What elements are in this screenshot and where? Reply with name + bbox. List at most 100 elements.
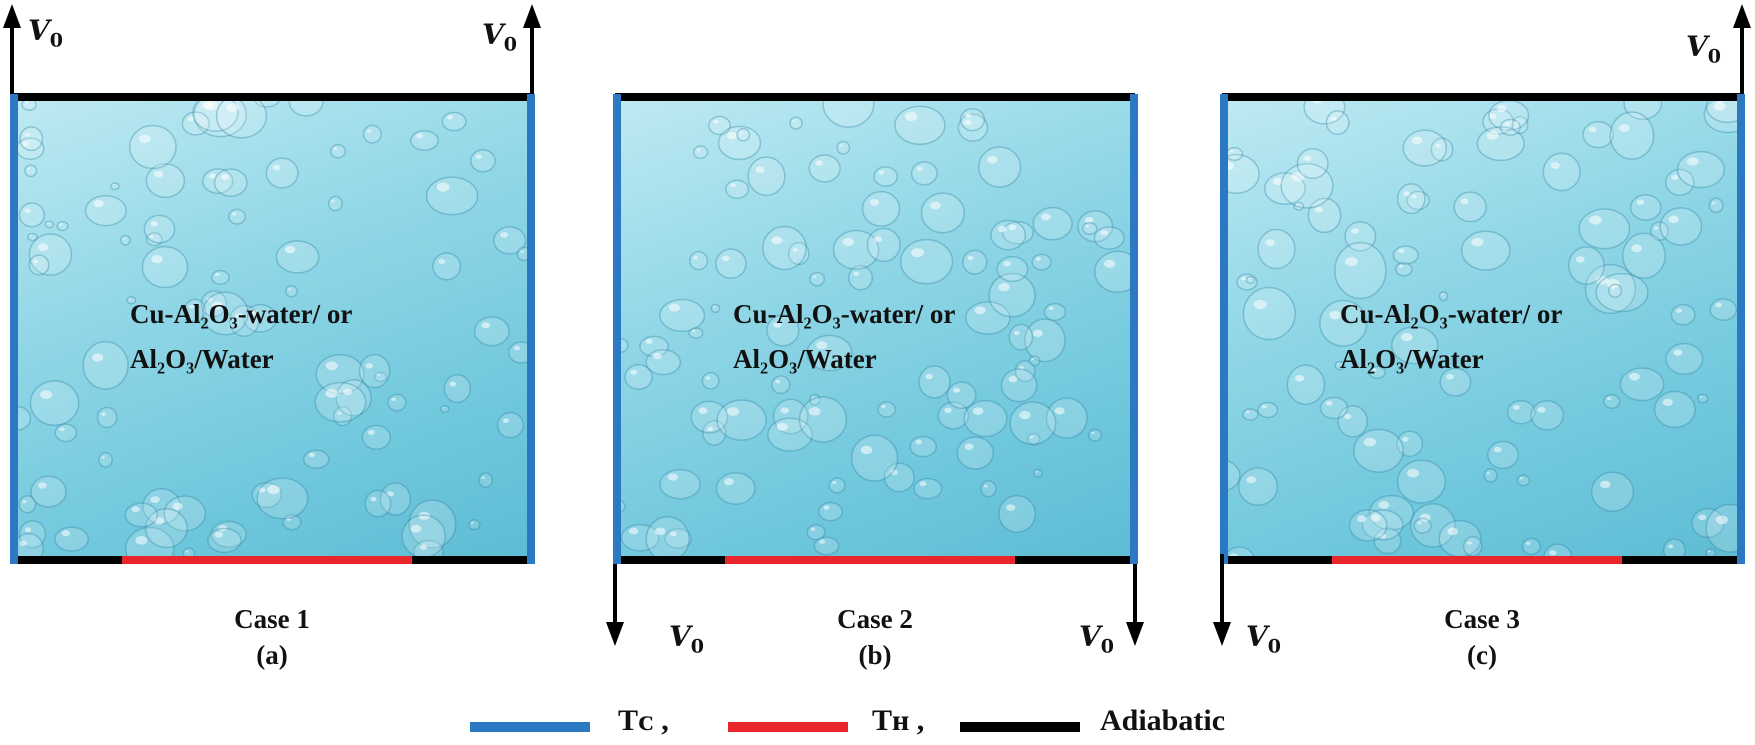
velocity-label-left: V0 (28, 14, 63, 52)
droplet-highlight (1589, 215, 1602, 225)
droplet-highlight (853, 271, 860, 276)
droplet-highlight (284, 245, 296, 254)
droplet-highlight (1686, 157, 1699, 166)
water-droplet (701, 371, 720, 390)
droplet-highlight (792, 248, 798, 252)
water-droplet (762, 225, 807, 271)
droplet-highlight (1229, 149, 1234, 153)
water-droplet (327, 195, 343, 212)
water-droplet (379, 482, 412, 516)
droplet-highlight (471, 521, 474, 524)
droplet-highlight (1618, 124, 1630, 132)
droplet-highlight (150, 221, 158, 227)
droplet-highlight (1636, 199, 1645, 205)
droplet-highlight (832, 481, 837, 485)
water-droplet (1609, 111, 1655, 160)
droplet-highlight (481, 322, 491, 329)
bottom-hot-wall (725, 556, 1015, 564)
droplet-highlight (513, 345, 521, 351)
panel-case-1: Cu-Al₂O₃-water/ or Al₂O₃/Water V0 V0 Cas… (0, 0, 600, 690)
droplet-highlight (1447, 527, 1458, 536)
droplet-highlight (693, 256, 698, 260)
water-droplet (1542, 152, 1581, 192)
legend-hot-swatch (728, 722, 848, 732)
droplet-highlight (972, 407, 984, 415)
droplet-highlight (1668, 544, 1674, 549)
droplet-highlight (24, 527, 32, 533)
droplet-highlight (331, 200, 335, 203)
droplet-highlight (1676, 308, 1682, 313)
water-droplet (1325, 110, 1350, 136)
droplet-highlight (337, 411, 342, 415)
droplet-highlight (1085, 224, 1089, 228)
panel-letter: (b) (858, 640, 892, 670)
droplet-highlight (1372, 368, 1377, 372)
droplet-highlight (1008, 376, 1018, 383)
water-droplet (96, 406, 118, 429)
droplet-highlight (1048, 306, 1054, 311)
droplet-highlight (1291, 172, 1305, 182)
droplet-highlight (1486, 131, 1499, 140)
droplet-highlight (1668, 215, 1679, 223)
droplet-highlight (1489, 113, 1497, 120)
droplet-highlight (698, 407, 708, 414)
water-droplet (1257, 228, 1296, 270)
droplet-highlight (185, 550, 189, 553)
droplet-highlight (1295, 203, 1299, 206)
water-droplet (333, 406, 353, 427)
droplet-highlight (1441, 293, 1444, 296)
droplet-highlight (221, 174, 230, 180)
droplet-highlight (101, 412, 107, 416)
water-droplet (119, 234, 131, 246)
droplet-highlight (410, 524, 422, 533)
droplet-highlight (811, 397, 815, 399)
droplet-highlight (1600, 480, 1611, 489)
droplet-highlight (1336, 363, 1340, 365)
droplet-highlight (1008, 224, 1017, 231)
droplet-highlight (967, 255, 974, 261)
water-droplet (998, 494, 1037, 534)
case-label: Case 2 (837, 604, 913, 634)
left-up-arrow-head (3, 4, 21, 28)
bottom-hot-wall (122, 556, 412, 564)
droplet-highlight (771, 236, 783, 245)
droplet-highlight (1435, 143, 1441, 148)
droplet-highlight (730, 183, 736, 188)
droplet-highlight (1654, 226, 1659, 230)
droplet-highlight (226, 102, 240, 112)
droplet-highlight (691, 329, 696, 332)
water-droplet (1438, 290, 1449, 302)
droplet-highlight (92, 353, 104, 362)
droplet-highlight (436, 182, 450, 192)
droplet-highlight (997, 225, 1007, 233)
droplet-highlight (500, 231, 509, 238)
bottom-right-adiabatic-wall (412, 556, 532, 564)
water-droplet (1568, 246, 1605, 286)
droplet-highlight (713, 119, 719, 124)
droplet-highlight (367, 129, 372, 133)
fluid-label-line1: Cu-Al₂O₃-water/ or (1340, 299, 1563, 329)
water-droplet (1462, 535, 1483, 557)
bottom-left-adiabatic-wall (615, 556, 725, 564)
droplet-highlight (998, 283, 1010, 292)
droplet-highlight (1446, 374, 1454, 380)
droplet-highlight (475, 154, 482, 159)
droplet-highlight (122, 237, 125, 240)
droplet-highlight (1631, 244, 1642, 253)
top-adiabatic-wall (615, 93, 1135, 101)
water-droplet (848, 265, 874, 291)
droplet-highlight (839, 144, 843, 147)
water-droplet (358, 353, 391, 389)
fluid-cavity (12, 96, 532, 562)
water-droplet (478, 472, 493, 488)
water-droplet (364, 489, 392, 518)
droplet-highlight (367, 429, 375, 435)
droplet-highlight (925, 373, 933, 380)
water-droplet (1511, 115, 1529, 135)
velocity-label-left: V0 (1246, 620, 1281, 658)
droplet-highlight (712, 306, 716, 308)
droplet-highlight (1248, 277, 1251, 280)
bottom-left-adiabatic-wall (1222, 556, 1332, 564)
droplet-highlight (1493, 446, 1502, 453)
droplet-highlight (449, 381, 457, 387)
